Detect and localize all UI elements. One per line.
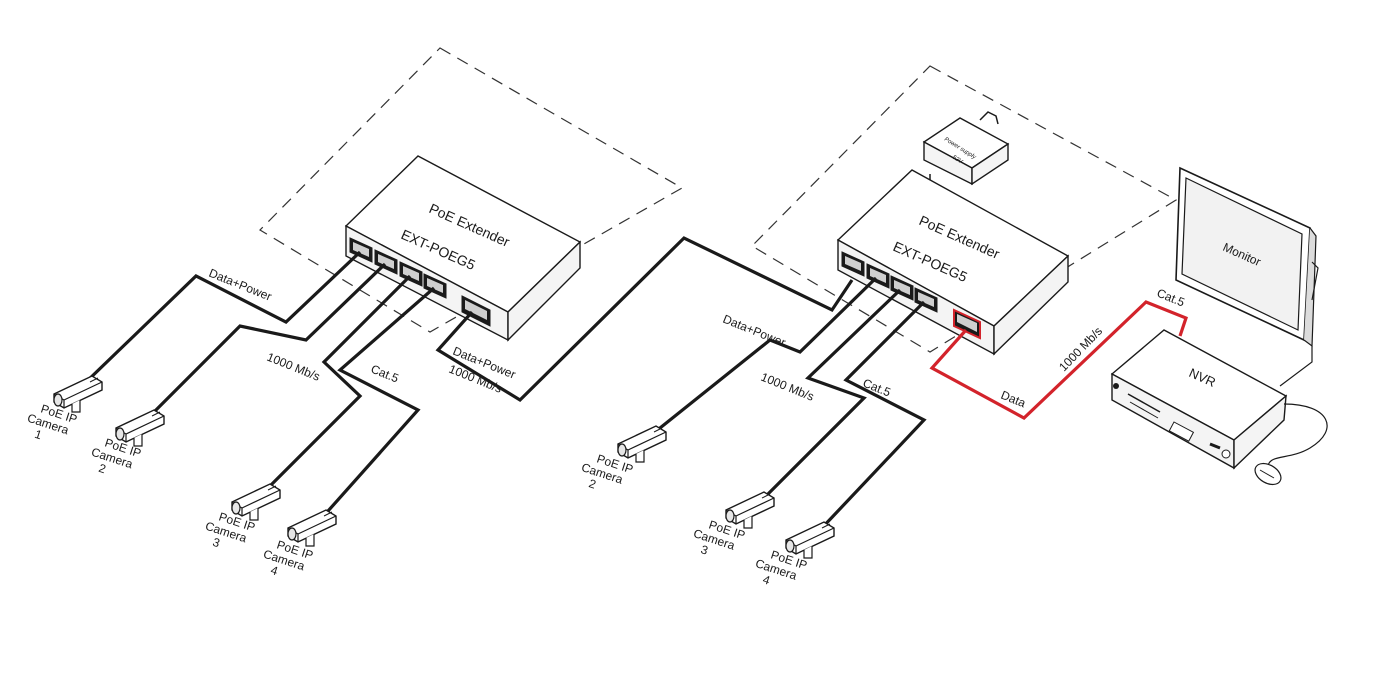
cable-uplink — [435, 236, 854, 403]
right-camera-4: PoE IP Camera 4 — [750, 521, 835, 598]
right-dashed-enclosure — [751, 65, 1178, 353]
power-supply-line2: 52V — [951, 155, 964, 166]
cable-r-cam2 — [649, 276, 878, 438]
left-cam1-line3: 1 — [33, 427, 44, 442]
cable-data-nvr — [929, 300, 1188, 420]
cable-cam2 — [144, 262, 387, 422]
right-extender-box: PoE Extender EXT-POEG5 — [836, 169, 1070, 356]
left-dashed-enclosure — [259, 47, 684, 333]
cable-r-cam3 — [760, 288, 902, 502]
left-label-speed: 1000 Mb/s — [265, 350, 322, 384]
right-group: Power supply 52V PoE Extender EXT-POEG5 — [580, 65, 1188, 598]
right-cam3-line3: 3 — [699, 542, 710, 557]
left-extender-box: PoE Extender EXT-POEG5 — [344, 155, 582, 342]
right-cam2-line3: 2 — [587, 476, 598, 491]
right-extender-ports — [841, 251, 981, 340]
left-cam2-line3: 2 — [97, 461, 108, 476]
left-cables — [82, 236, 854, 522]
left-cam4-line3: 4 — [269, 563, 280, 578]
cable-cam1 — [82, 250, 362, 386]
right-cam4-line3: 4 — [761, 572, 772, 587]
right-label-data-power: Data+Power — [721, 312, 788, 350]
left-label-cat5: Cat.5 — [369, 362, 401, 386]
cable-cam3 — [260, 274, 412, 496]
cable-cam4 — [318, 286, 436, 522]
right-label-speed: 1000 Mb/s — [759, 370, 816, 404]
left-camera-4: PoE IP Camera 4 — [262, 509, 337, 578]
left-camera-1: PoE IP Camera 1 — [22, 375, 103, 452]
svg-text:PoE IP Camera: PoE IP Camera 1 — [22, 398, 82, 452]
left-camera-2: PoE IP Camera 2 — [90, 409, 165, 476]
left-cam3-line3: 3 — [211, 535, 222, 550]
left-extender-ports — [349, 237, 491, 327]
monitor: Monitor — [1175, 166, 1319, 387]
right-cables — [649, 276, 1188, 532]
nvr: NVR — [1110, 329, 1328, 486]
mouse-icon — [1254, 403, 1328, 486]
right-camera-2: PoE IP Camera 2 — [580, 425, 667, 492]
power-supply: Power supply 52V — [922, 111, 1010, 186]
cable-r-cam4 — [818, 300, 927, 532]
svg-text:PoE IP Camera: PoE IP Camera 4 — [750, 544, 812, 598]
